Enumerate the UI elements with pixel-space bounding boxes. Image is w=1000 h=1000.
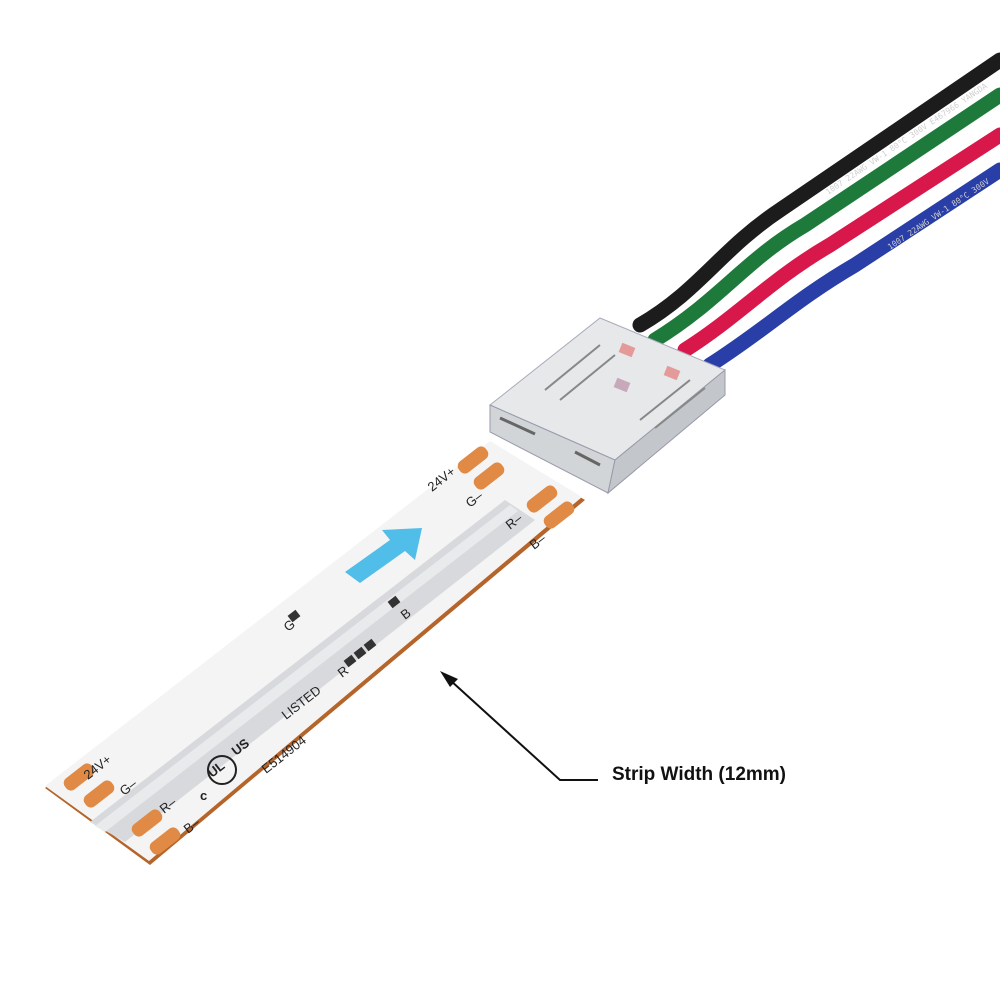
wire-print-black: 1007 22AWG VW-1 80°C 300V E467966 YANGDA: [824, 81, 989, 196]
wire-black: [632, 52, 1000, 333]
callout-leader: [440, 671, 598, 781]
strip-width-callout: Strip Width (12mm): [612, 764, 786, 785]
wire-print-blue: 1007 22AWG VW-1 80°C 300V: [886, 177, 991, 252]
solder-pads: [63, 446, 575, 855]
clip-connector: [489, 317, 726, 495]
wire-bundle: 1007 22AWG VW-1 80°C 300V E467966 YANGDA…: [632, 52, 1000, 373]
led-strip: 24V+ G– R– B– 24V+ G– R– B– G B R LISTED…: [45, 441, 585, 865]
wire-green: [647, 87, 1000, 348]
leader-arrowhead-icon: [440, 671, 458, 687]
smd-components: [287, 595, 401, 668]
direction-arrow: [345, 528, 422, 583]
wire-red: [677, 127, 1000, 358]
ul-c-mark: c: [200, 788, 207, 803]
wire-blue: [702, 162, 1000, 373]
